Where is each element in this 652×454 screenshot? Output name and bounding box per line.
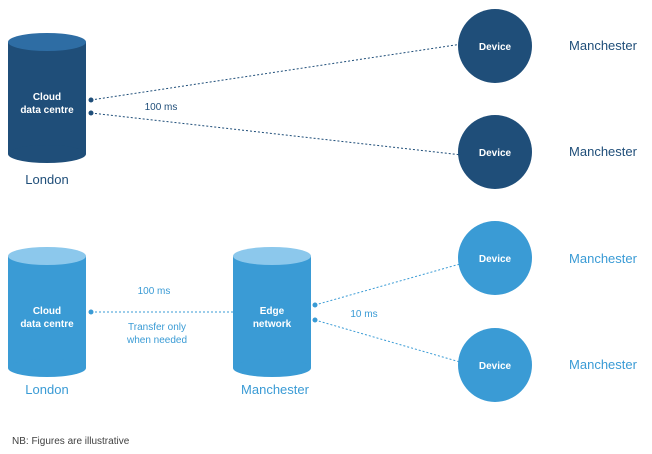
connector-edge-device-2 (314, 319, 461, 363)
connector-dot (312, 302, 318, 308)
device-label: Device (479, 42, 512, 53)
connector-edge-device-1 (314, 263, 461, 306)
connector-dot (312, 317, 318, 323)
connector-cloud-device-1 (90, 43, 463, 101)
device-top-2: Device (458, 115, 532, 189)
footnote: NB: Figures are illustrative (12, 436, 130, 447)
connector-cloud-device-2 (90, 112, 463, 156)
device-location-top-2: Manchester (569, 144, 638, 159)
latency-label-edge: 10 ms (350, 309, 377, 320)
cloud-data-centre-top: Cloud data centre (8, 33, 86, 163)
bottom-connectors (88, 263, 461, 363)
device-label: Device (479, 254, 512, 265)
cloud-data-centre-bottom: Cloud data centre (8, 247, 86, 377)
device-top-1: Device (458, 9, 532, 83)
edge-label-line1: Edge (260, 306, 285, 317)
connector-dot (88, 110, 94, 116)
cloud-label-line1: Cloud (33, 92, 61, 103)
latency-label-top: 100 ms (145, 102, 178, 113)
edge-label-line2: network (253, 319, 292, 330)
cloud-label-line2: data centre (20, 319, 74, 330)
edge-network: Edge network (233, 247, 311, 377)
edge-location: Manchester (241, 382, 310, 397)
device-location-bottom-1: Manchester (569, 251, 638, 266)
device-location-top-1: Manchester (569, 38, 638, 53)
connector-dot (88, 309, 94, 315)
transfer-note-line1: Transfer only (128, 322, 186, 333)
latency-label-cloud-edge: 100 ms (138, 286, 171, 297)
cloud-location-top: London (25, 172, 68, 187)
device-bottom-2: Device (458, 328, 532, 402)
device-label: Device (479, 148, 512, 159)
cloud-location-bottom: London (25, 382, 68, 397)
transfer-note-line2: when needed (126, 335, 187, 346)
cloud-label-line1: Cloud (33, 306, 61, 317)
device-location-bottom-2: Manchester (569, 357, 638, 372)
top-connectors (88, 43, 463, 156)
cloud-label-line2: data centre (20, 105, 74, 116)
device-bottom-1: Device (458, 221, 532, 295)
device-label: Device (479, 361, 512, 372)
connector-dot (88, 97, 94, 103)
